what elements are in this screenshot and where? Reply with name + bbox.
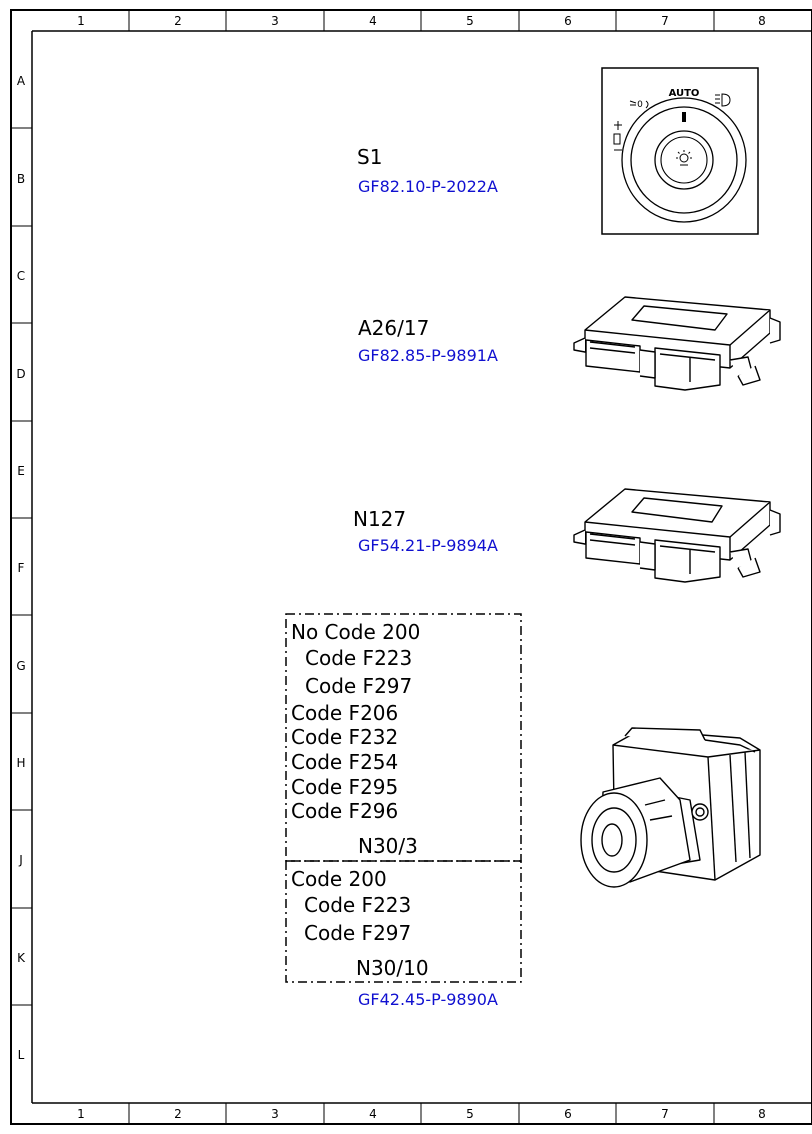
code-item: Code F295 xyxy=(291,775,399,799)
col-label-top: 7 xyxy=(661,14,669,28)
code-item: Code F232 xyxy=(291,725,399,749)
auto-mark: AUTO xyxy=(669,88,700,99)
col-label-bottom: 6 xyxy=(564,1107,572,1121)
code-item: Code F223 xyxy=(305,646,413,670)
col-label-top: 2 xyxy=(174,14,182,28)
component-label-n127: N127 xyxy=(353,507,407,531)
row-label: E xyxy=(17,464,25,478)
row-label: K xyxy=(17,951,26,965)
col-label-top: 5 xyxy=(466,14,474,28)
component-label-n30-10: N30/10 xyxy=(356,956,429,980)
col-label-bottom: 2 xyxy=(174,1107,182,1121)
row-label: F xyxy=(18,561,25,575)
column-dividers xyxy=(128,10,715,1124)
col-label-bottom: 7 xyxy=(661,1107,669,1121)
headlight-icon xyxy=(715,93,731,107)
outer-frame xyxy=(10,9,812,1125)
col-label-bottom: 4 xyxy=(369,1107,377,1121)
ref-link-s1[interactable]: GF82.10-P-2022A xyxy=(358,177,498,196)
n30-3-box xyxy=(285,613,522,862)
row-label: A xyxy=(17,74,26,88)
light-switch-s1-illustration: AUTO 0 xyxy=(601,67,759,235)
col-label-top: 6 xyxy=(564,14,572,28)
parking-light-icon xyxy=(629,100,649,109)
row-label: L xyxy=(18,1048,25,1062)
control-module-n127-illustration xyxy=(573,488,781,583)
control-module-a26-17-illustration xyxy=(573,296,781,391)
code-item: Code F223 xyxy=(304,893,412,917)
col-label-top: 3 xyxy=(271,14,279,28)
off-mark: 0 xyxy=(637,100,643,110)
col-label-bottom: 1 xyxy=(77,1107,85,1121)
ref-link-n127[interactable]: GF54.21-P-9894A xyxy=(358,536,498,555)
column-labels: 1 2 3 4 5 6 7 8 1 2 3 4 5 6 7 8 xyxy=(77,14,766,1121)
col-label-top: 1 xyxy=(77,14,85,28)
code-item: Code F254 xyxy=(291,750,399,774)
col-label-top: 8 xyxy=(758,14,766,28)
parking-light-side-icon xyxy=(613,121,622,151)
col-label-bottom: 3 xyxy=(271,1107,279,1121)
code-title-no-code-200: No Code 200 xyxy=(291,620,421,644)
component-label-a26-17: A26/17 xyxy=(358,316,430,340)
component-label-s1: S1 xyxy=(357,145,383,169)
code-item: Code F296 xyxy=(291,799,399,823)
esp-control-unit-n30-illustration xyxy=(580,727,761,888)
row-label: G xyxy=(16,659,25,673)
code-title-code-200: Code 200 xyxy=(291,867,387,891)
col-label-bottom: 8 xyxy=(758,1107,766,1121)
col-label-top: 4 xyxy=(369,14,377,28)
row-label: J xyxy=(18,853,23,867)
row-label: C xyxy=(17,269,25,283)
row-label: H xyxy=(16,756,25,770)
ref-link-n30[interactable]: GF42.45-P-9890A xyxy=(358,990,498,1009)
ref-link-a26-17[interactable]: GF82.85-P-9891A xyxy=(358,346,498,365)
n30-code-boxes xyxy=(285,613,522,983)
code-item: Code F297 xyxy=(305,674,413,698)
row-labels: A B C D E F G H J K L xyxy=(16,74,26,1062)
row-dividers xyxy=(11,127,32,1006)
code-item: Code F206 xyxy=(291,701,399,725)
code-item: Code F297 xyxy=(304,921,412,945)
col-label-bottom: 5 xyxy=(466,1107,474,1121)
component-label-n30-3: N30/3 xyxy=(358,834,418,858)
row-label: D xyxy=(16,367,25,381)
row-label: B xyxy=(17,172,25,186)
n30-10-box xyxy=(285,860,522,983)
